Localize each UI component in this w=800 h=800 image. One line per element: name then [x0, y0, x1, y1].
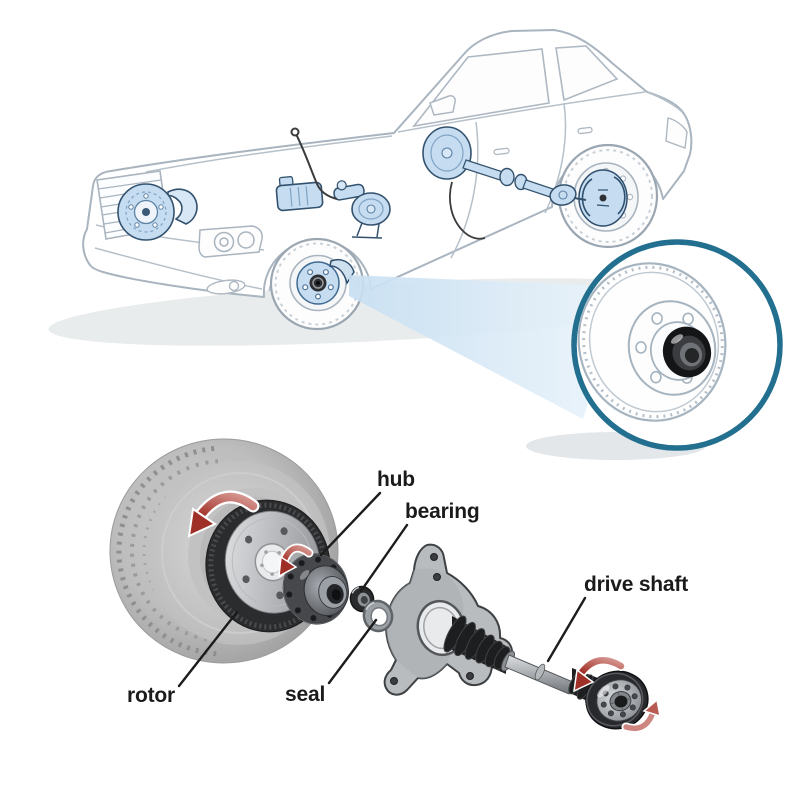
- abs-module: [275, 176, 324, 212]
- brake-pedal-line: [290, 127, 338, 200]
- wheel-hub: [282, 553, 349, 625]
- steering-knuckle: [383, 543, 513, 696]
- floating-brake-rotor: [117, 183, 198, 241]
- front-caliper-exploded: [167, 188, 198, 225]
- leader-drive-shaft: [546, 596, 587, 663]
- tail-lamp: [665, 117, 688, 149]
- rear-drivetrain: [422, 126, 587, 240]
- label-drive-shaft: drive shaft: [584, 573, 688, 596]
- leader-seal: [327, 618, 378, 685]
- side-mirror: [429, 95, 456, 116]
- handbrake-cable: [449, 181, 486, 240]
- leader-lines: [177, 491, 587, 688]
- leader-hub: [319, 491, 382, 557]
- exploded-view: [109, 438, 661, 733]
- callout-bearing-seal-ring: [662, 326, 712, 378]
- front-wheel: [269, 237, 365, 331]
- callout-hub-bearing-detail: [577, 262, 727, 422]
- rotation-arrow-icon: [573, 655, 626, 693]
- rotation-arrow-icon: [187, 490, 260, 538]
- leader-bearing: [359, 523, 409, 593]
- leader-rotor: [177, 610, 239, 688]
- label-bearing: bearing: [405, 500, 480, 523]
- door-handles: [493, 126, 593, 156]
- brake-booster-master-cylinder: [333, 180, 391, 239]
- drive-shaft: [443, 615, 661, 733]
- label-seal: seal: [285, 683, 326, 706]
- rotation-arrow-icon: [621, 698, 661, 733]
- label-rotor: rotor: [127, 684, 175, 707]
- car-illustration: [48, 29, 708, 346]
- headlight: [198, 225, 263, 258]
- zoom-beam: [349, 275, 606, 419]
- label-hub: hub: [377, 468, 415, 491]
- fog-light: [206, 279, 246, 295]
- rotation-arrow-icon: [278, 543, 314, 578]
- front-caliper: [329, 258, 355, 285]
